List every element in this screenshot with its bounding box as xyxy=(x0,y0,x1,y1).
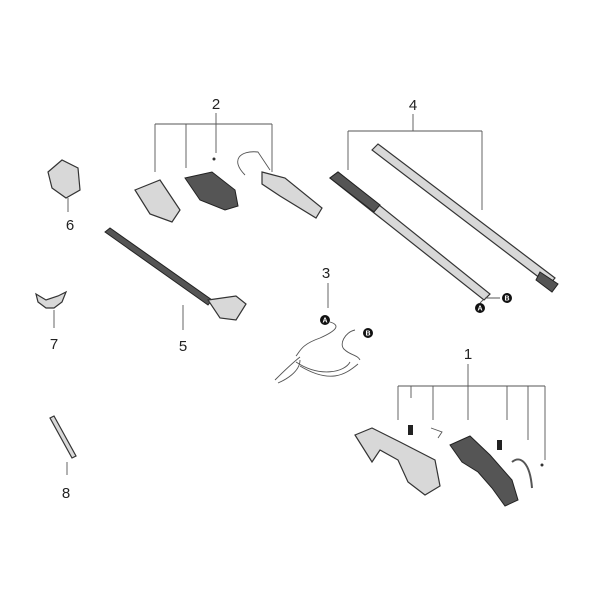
callout-6: 6 xyxy=(66,217,74,234)
part-1-handle-left xyxy=(354,427,441,496)
callout-7: 7 xyxy=(50,336,58,353)
leader-2 xyxy=(154,113,273,172)
part-4-upper-pole xyxy=(371,143,556,286)
part-2-housing-right xyxy=(184,171,239,211)
connector-b-label-3: B xyxy=(365,331,370,338)
part-1-hose xyxy=(511,458,533,489)
part-2-wire xyxy=(237,151,271,176)
part-4-grip xyxy=(329,171,381,213)
leader-1 xyxy=(397,364,546,460)
connector-a-label: A xyxy=(477,306,482,313)
callout-8: 8 xyxy=(62,485,70,502)
part-1-pin xyxy=(430,427,443,439)
callout-2: 2 xyxy=(212,96,220,113)
part-1-spring-2 xyxy=(497,440,502,450)
connector-a-label-3: A xyxy=(322,318,327,325)
part-5-guide-bar xyxy=(104,227,213,306)
callout-1: 1 xyxy=(464,346,472,363)
part-1-spring-1 xyxy=(408,425,413,435)
part-2-screw xyxy=(212,157,216,161)
part-7-group: 7 xyxy=(35,290,68,353)
callout-4: 4 xyxy=(409,97,417,114)
part-2-group: 2 xyxy=(134,96,323,223)
part-8-group: 8 xyxy=(49,415,77,502)
callout-3: 3 xyxy=(322,265,330,282)
part-6-clip xyxy=(47,159,81,199)
connector-leaders-4 xyxy=(479,297,500,304)
leader-4 xyxy=(347,114,483,210)
callout-5: 5 xyxy=(179,338,187,355)
part-1-screw xyxy=(540,463,544,467)
part-4-connectors: A B xyxy=(475,293,512,313)
part-2-housing-left xyxy=(134,179,181,223)
part-3-group: 3 A B xyxy=(274,265,373,384)
connector-b-badge xyxy=(502,293,512,303)
part-5-group: 5 xyxy=(104,227,247,355)
part-6-group: 6 xyxy=(47,159,81,234)
part-4-group: 4 xyxy=(329,97,559,301)
part-1-group: 1 xyxy=(354,346,546,507)
connector-b-badge-3 xyxy=(363,328,373,338)
part-4-end-cap xyxy=(535,271,559,293)
part-8-tool xyxy=(49,415,77,459)
connector-a-badge xyxy=(475,303,485,313)
part-7-wrench xyxy=(35,290,68,309)
part-5-mount xyxy=(206,295,247,321)
connector-a-badge-3 xyxy=(320,315,330,325)
connector-b-label: B xyxy=(504,296,509,303)
part-2-handle xyxy=(261,171,323,219)
part-1-handle-right xyxy=(449,435,519,507)
part-3-harness xyxy=(274,321,361,384)
